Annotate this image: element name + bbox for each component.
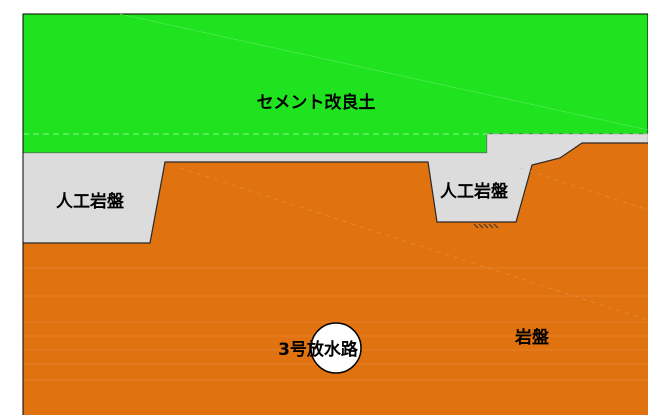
artificial-rock-left-label: 人工岩盤 <box>56 191 125 212</box>
waterway-label: 3号放水路 <box>278 339 359 360</box>
artificial-rock-right-label: 人工岩盤 <box>440 181 509 202</box>
bedrock-boundary <box>23 142 648 244</box>
cement-improved-soil-layer <box>22 13 648 154</box>
bedrock-label: 岩盤 <box>514 327 550 348</box>
waterway-pipe <box>310 322 362 374</box>
cement-improved-soil-label: セメント改良土 <box>257 92 376 113</box>
cement-hatch-line <box>119 13 648 131</box>
bedrock-layer <box>23 143 648 415</box>
trench-bottom-marks <box>473 223 499 229</box>
